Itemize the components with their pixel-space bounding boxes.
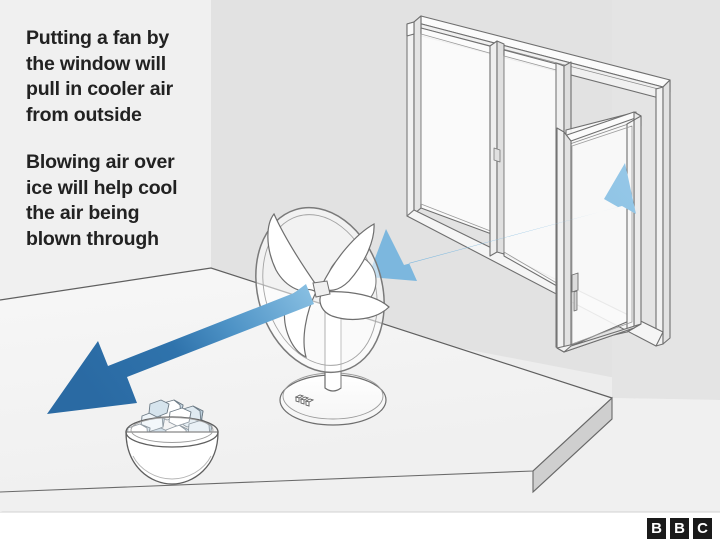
window-latch (493, 147, 501, 163)
window-fixed-panel (420, 27, 498, 237)
airflow-arrow-out (47, 284, 314, 414)
ice-bowl (125, 399, 219, 485)
bbc-logo-letter-1: B (647, 518, 666, 539)
fan-blades (267, 212, 390, 359)
bbc-logo-letter-2: B (670, 518, 689, 539)
panel-text-background (0, 0, 211, 300)
fan (255, 206, 390, 426)
door-handle (571, 272, 579, 312)
bbc-logo-letter-3: C (693, 518, 712, 539)
bbc-logo: B B C (647, 518, 712, 539)
window-frame-right (655, 79, 671, 347)
airflow-arrow-in (368, 163, 636, 281)
window-open-door (556, 111, 642, 353)
window-slider-panel (503, 49, 565, 291)
window-centre-stile (489, 40, 505, 257)
footer-strip (0, 512, 720, 545)
fan-base (279, 372, 387, 426)
callout-window-fan: Putting a fan by the window will pull in… (26, 27, 174, 126)
window-assembly (406, 15, 671, 353)
callout-ice: Blowing air over ice will help cool the … (26, 151, 178, 250)
window-frame-left (406, 15, 422, 217)
fan-control-buttons (294, 394, 315, 407)
bowl (125, 416, 219, 485)
